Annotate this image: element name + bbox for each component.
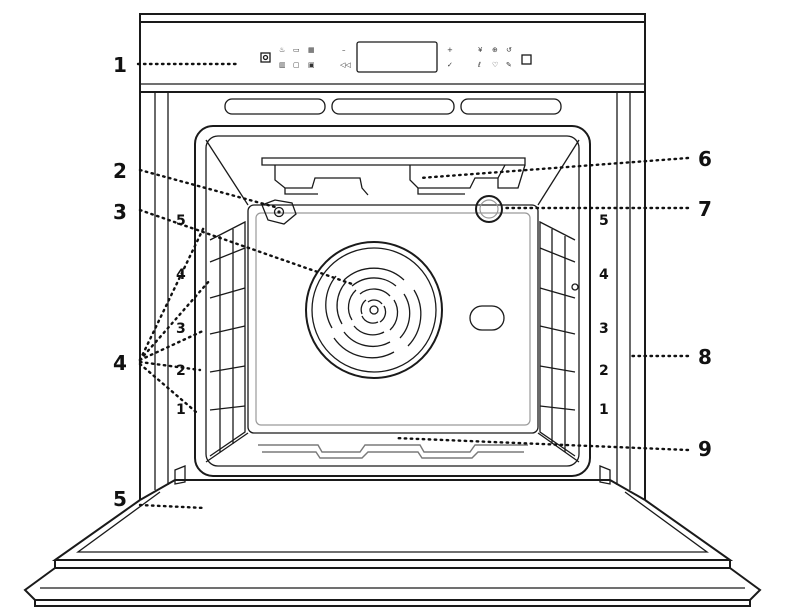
oven-cabinet [139, 92, 646, 500]
bottom-heating-element [258, 444, 528, 459]
svg-text:▣: ▣ [308, 61, 315, 69]
callout-5: 5 [113, 487, 127, 511]
callout-7: 7 [698, 197, 712, 221]
shelf-level-right-1: 1 [599, 402, 609, 418]
left-shelf-guides [209, 220, 246, 457]
leader-lines [136, 62, 690, 510]
svg-text:✎: ✎ [506, 61, 512, 69]
callout-1: 1 [113, 53, 127, 77]
leader-4e [138, 362, 198, 414]
leader-4d [138, 360, 202, 372]
shelf-level-right-2: 2 [599, 363, 609, 379]
svg-text:▥: ▥ [279, 61, 286, 69]
shelf-levels-right: 5 4 3 2 1 [599, 213, 609, 418]
leader-5 [138, 503, 207, 510]
callout-labels: 1 2 3 4 5 6 7 8 9 [113, 53, 712, 511]
svg-text:+: + [447, 46, 453, 54]
svg-text:ℓ: ℓ [477, 61, 481, 69]
shelf-level-left-5: 5 [176, 213, 186, 229]
svg-text:⊕: ⊕ [492, 46, 498, 54]
control-panel-left-buttons: ♨ ▭ ▦ ▥ ▢ ▣ – ◁◁ [260, 46, 351, 69]
shelf-levels-left: 5 4 3 2 1 [176, 213, 186, 418]
heating-element-icon [261, 157, 526, 196]
svg-text:♨: ♨ [279, 46, 285, 54]
control-panel: ♨ ▭ ▦ ▥ ▢ ▣ – ◁◁ + ✓ ¥ ⊕ ↺ ℓ ♡ ✎ [139, 13, 646, 93]
shelf-level-right-5: 5 [599, 213, 609, 229]
svg-text:▢: ▢ [293, 61, 300, 69]
fan-icon [305, 241, 505, 379]
svg-text:↺: ↺ [506, 46, 512, 54]
oven-door [23, 465, 762, 607]
oven-cavity [194, 125, 591, 477]
svg-text:¥: ¥ [478, 46, 483, 54]
shelf-level-left-4: 4 [176, 267, 186, 283]
leader-2 [138, 168, 277, 209]
svg-text:♡: ♡ [492, 61, 498, 69]
callout-9: 9 [698, 437, 712, 461]
leader-4c [138, 328, 207, 362]
shelf-level-right-4: 4 [599, 267, 609, 283]
leader-9 [393, 436, 690, 452]
shelf-level-left-1: 1 [176, 402, 186, 418]
shelf-level-left-3: 3 [176, 321, 186, 337]
svg-text:◁◁: ◁◁ [340, 61, 351, 69]
temperature-probe-socket-icon [261, 199, 297, 225]
callout-4: 4 [113, 351, 127, 375]
shelf-level-left-2: 2 [176, 363, 186, 379]
right-shelf-guides [539, 220, 579, 457]
leader-6 [418, 156, 690, 180]
svg-text:–: – [342, 46, 346, 54]
light-icon [475, 195, 503, 223]
svg-text:▭: ▭ [293, 46, 300, 54]
svg-text:✓: ✓ [447, 61, 453, 69]
callout-6: 6 [698, 147, 712, 171]
leader-3 [138, 208, 354, 286]
callout-8: 8 [698, 345, 712, 369]
control-panel-display [356, 41, 438, 73]
callout-3: 3 [113, 200, 127, 224]
leader-4a [138, 223, 207, 362]
shelf-level-right-3: 3 [599, 321, 609, 337]
svg-text:▦: ▦ [308, 46, 315, 54]
control-panel-right-buttons: + ✓ ¥ ⊕ ↺ ℓ ♡ ✎ [447, 46, 532, 69]
leader-4b [138, 278, 212, 362]
callout-2: 2 [113, 159, 127, 183]
